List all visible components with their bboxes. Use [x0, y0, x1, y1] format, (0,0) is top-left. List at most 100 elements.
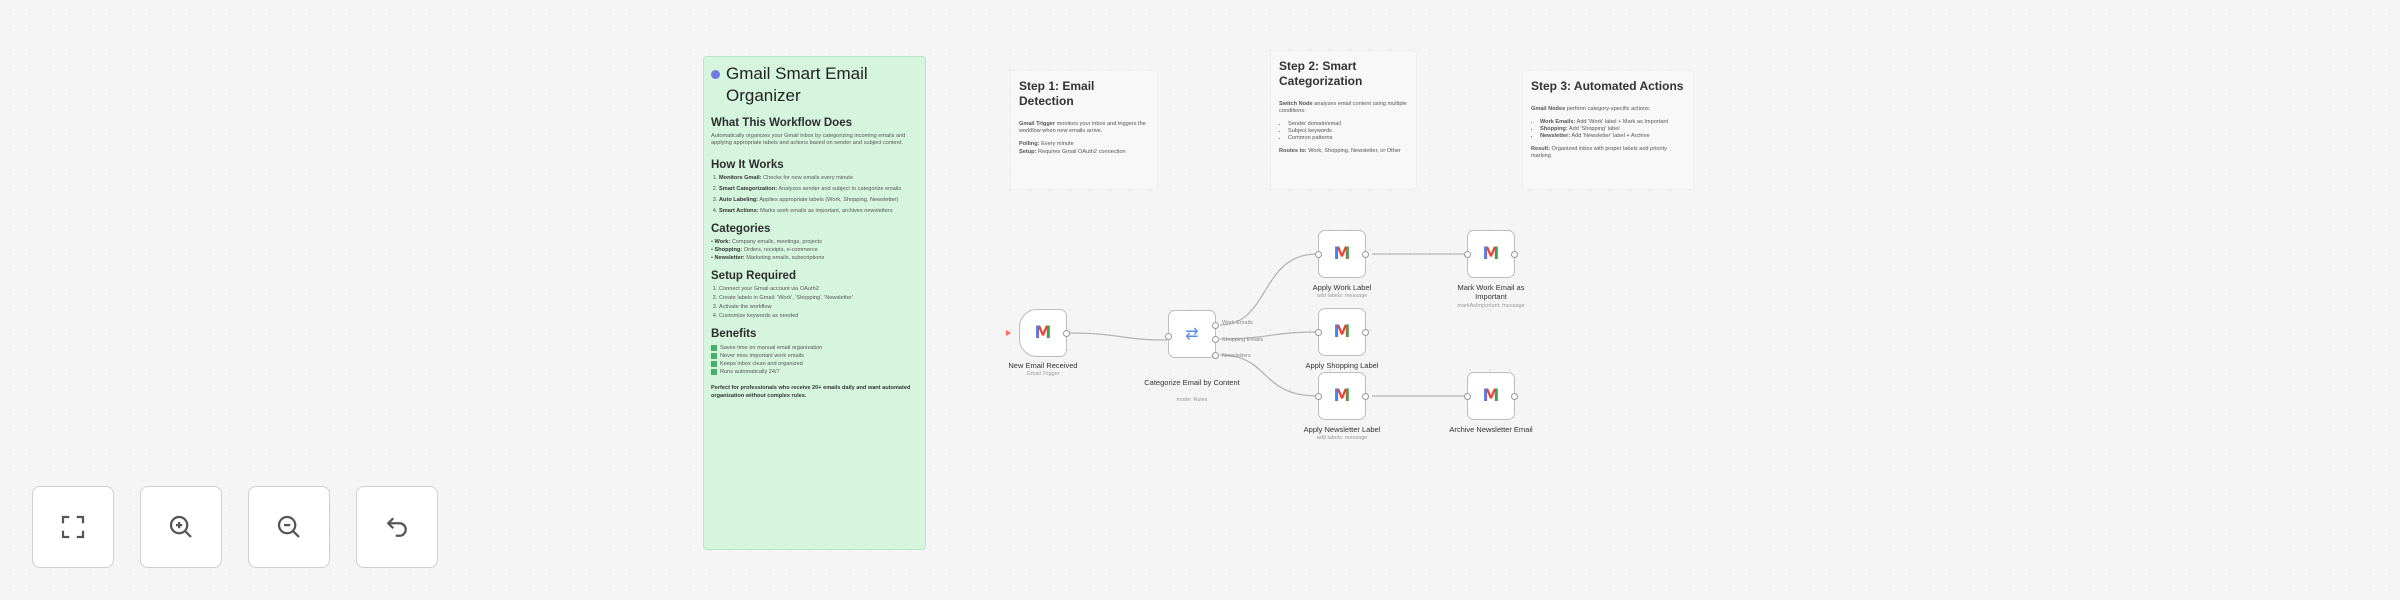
setup-item: Customize keywords as needed [719, 313, 918, 320]
output-port[interactable] [1212, 352, 1219, 359]
step2-bullet: Common patterns [1288, 135, 1408, 142]
input-port[interactable] [1165, 333, 1172, 340]
step3-bullet: Work Emails: Add 'Work' label + Mark as … [1540, 119, 1685, 126]
input-port[interactable] [1315, 251, 1322, 258]
how-item: Smart Categorization: Analyzes sender an… [719, 186, 918, 193]
node-categorize-email[interactable]: ⇄ [1165, 310, 1219, 359]
benefit-item: Saves time on manual email organization [711, 344, 918, 352]
node-label-shopping: Apply Shopping Label [1305, 361, 1379, 370]
gmail-icon: M [1333, 386, 1351, 406]
gmail-icon: M [1333, 244, 1351, 264]
output-port[interactable] [1063, 330, 1070, 337]
benefit-item: Runs automatically 24/7 [711, 368, 918, 376]
output-port[interactable] [1362, 329, 1369, 336]
setup-heading: Setup Required [711, 270, 796, 282]
step2-routes: Routes to: Work, Shopping, Newsletter, o… [1279, 148, 1401, 154]
benefit-item: Never miss important work emails [711, 352, 918, 360]
step1-note[interactable]: Step 1: Email Detection Gmail Trigger mo… [1010, 70, 1158, 190]
benefits-heading: Benefits [711, 328, 757, 340]
setup-item: Connect your Gmail account via OAuth2 [719, 286, 918, 293]
step2-title: Step 2: Smart Categorization [1279, 59, 1363, 88]
fit-view-button[interactable] [32, 486, 114, 568]
setup-item: Create labels in Gmail: 'Work', 'Shoppin… [719, 295, 918, 302]
switch-icon: ⇄ [1185, 326, 1199, 343]
how-heading: How It Works [711, 159, 784, 171]
branch-label-newsletter: Newsletters [1222, 353, 1251, 359]
check-icon [711, 344, 717, 351]
output-port[interactable] [1511, 393, 1518, 400]
input-port[interactable] [1315, 393, 1322, 400]
output-port[interactable] [1362, 393, 1369, 400]
step2-bullets: Sender domain/email Subject keywords Com… [1279, 121, 1408, 142]
check-icon [711, 352, 717, 359]
step2-text: Switch Node analyzes email content using… [1279, 101, 1407, 114]
node-mark-important[interactable]: M [1464, 230, 1518, 278]
branch-label-work: Work Emails [1222, 320, 1253, 326]
node-sub-switch: mode: Rules [1176, 397, 1208, 403]
categories-list: • Work: Company emails, meetings, projec… [711, 239, 918, 262]
step3-result: Result: Organized inbox with proper labe… [1531, 146, 1667, 159]
step3-title: Step 3: Automated Actions [1531, 79, 1684, 93]
step1-title: Step 1: Email Detection [1019, 79, 1095, 108]
main-sticky-note[interactable]: Gmail Smart Email Organizer What This Wo… [703, 56, 926, 550]
node-apply-newsletter-label[interactable]: M [1315, 372, 1369, 420]
category-item: • Work: Company emails, meetings, projec… [711, 239, 822, 245]
what-text: Automatically organizes your Gmail inbox… [711, 133, 906, 146]
step3-bullet: Newsletter: Add 'Newsletter' label + Arc… [1540, 133, 1685, 140]
step2-bullet: Subject keywords [1288, 128, 1408, 135]
gmail-icon: M [1333, 322, 1351, 342]
branch-label-shopping: Shopping Emails [1222, 337, 1264, 343]
node-apply-work-label[interactable]: M [1315, 230, 1369, 278]
zoom-out-button[interactable] [248, 486, 330, 568]
output-port[interactable] [1212, 336, 1219, 343]
sticky-title-text: Gmail Smart Email Organizer [726, 64, 868, 105]
sticky-title: Gmail Smart Email Organizer [711, 63, 918, 107]
dot-icon [711, 70, 720, 79]
category-item: • Shopping: Orders, receipts, e-commerce [711, 247, 818, 253]
setup-list: Connect your Gmail account via OAuth2 Cr… [711, 286, 918, 320]
connection-trigger-switch [1067, 332, 1168, 341]
how-item: Smart Actions: Marks work emails as impo… [719, 208, 918, 215]
node-new-email-received[interactable]: M [1019, 309, 1070, 357]
undo-button[interactable] [356, 486, 438, 568]
node-sub-newsletter: add labels: message [1316, 435, 1368, 441]
step1-polling: Polling: Every minute [1019, 141, 1074, 147]
node-apply-shopping-label[interactable]: M [1315, 308, 1369, 356]
gmail-icon: M [1034, 323, 1052, 343]
node-sub-trigger: Gmail Trigger [1026, 371, 1060, 377]
node-label-newsletter: Apply Newsletter Label [1303, 425, 1381, 434]
zoom-in-icon [169, 515, 192, 538]
connection-switch-shopping [1219, 331, 1318, 340]
node-sub-work: add labels: message [1316, 293, 1368, 299]
categories-heading: Categories [711, 223, 771, 235]
step2-note[interactable]: Step 2: Smart Categorization Switch Node… [1270, 50, 1417, 190]
category-item: • Newsletter: Marketing emails, subscrip… [711, 255, 825, 261]
step3-bullet: Shopping: Add 'Shopping' label [1540, 126, 1685, 133]
output-port[interactable] [1511, 251, 1518, 258]
output-port[interactable] [1212, 322, 1219, 329]
gmail-icon: M [1482, 244, 1500, 264]
check-icon [711, 360, 717, 367]
input-port[interactable] [1464, 251, 1471, 258]
node-label-trigger: New Email Received [1008, 361, 1078, 370]
closing-text: Perfect for professionals who receive 20… [711, 385, 911, 399]
input-port[interactable] [1315, 329, 1322, 336]
node-label-archive: Archive Newsletter Email [1449, 425, 1533, 434]
node-archive-newsletter[interactable]: M [1464, 372, 1518, 420]
connection-switch-newsletter [1219, 354, 1318, 397]
benefit-item: Keeps inbox clean and organized [711, 360, 918, 368]
step1-text: Gmail Trigger monitors your inbox and tr… [1019, 121, 1146, 134]
undo-icon [386, 517, 407, 537]
how-item: Auto Labeling: Applies appropriate label… [719, 197, 918, 204]
input-port[interactable] [1464, 393, 1471, 400]
node-label-important: Mark Work Email as Important [1457, 283, 1525, 301]
step3-note[interactable]: Step 3: Automated Actions Gmail Nodes pe… [1522, 70, 1694, 190]
node-label-switch: Categorize Email by Content [1144, 378, 1240, 387]
connection-switch-work [1219, 253, 1318, 326]
setup-item: Activate the workflow [719, 304, 918, 311]
step3-bullets: Work Emails: Add 'Work' label + Mark as … [1531, 119, 1685, 140]
node-label-work: Apply Work Label [1312, 283, 1372, 292]
output-port[interactable] [1362, 251, 1369, 258]
zoom-in-button[interactable] [140, 486, 222, 568]
